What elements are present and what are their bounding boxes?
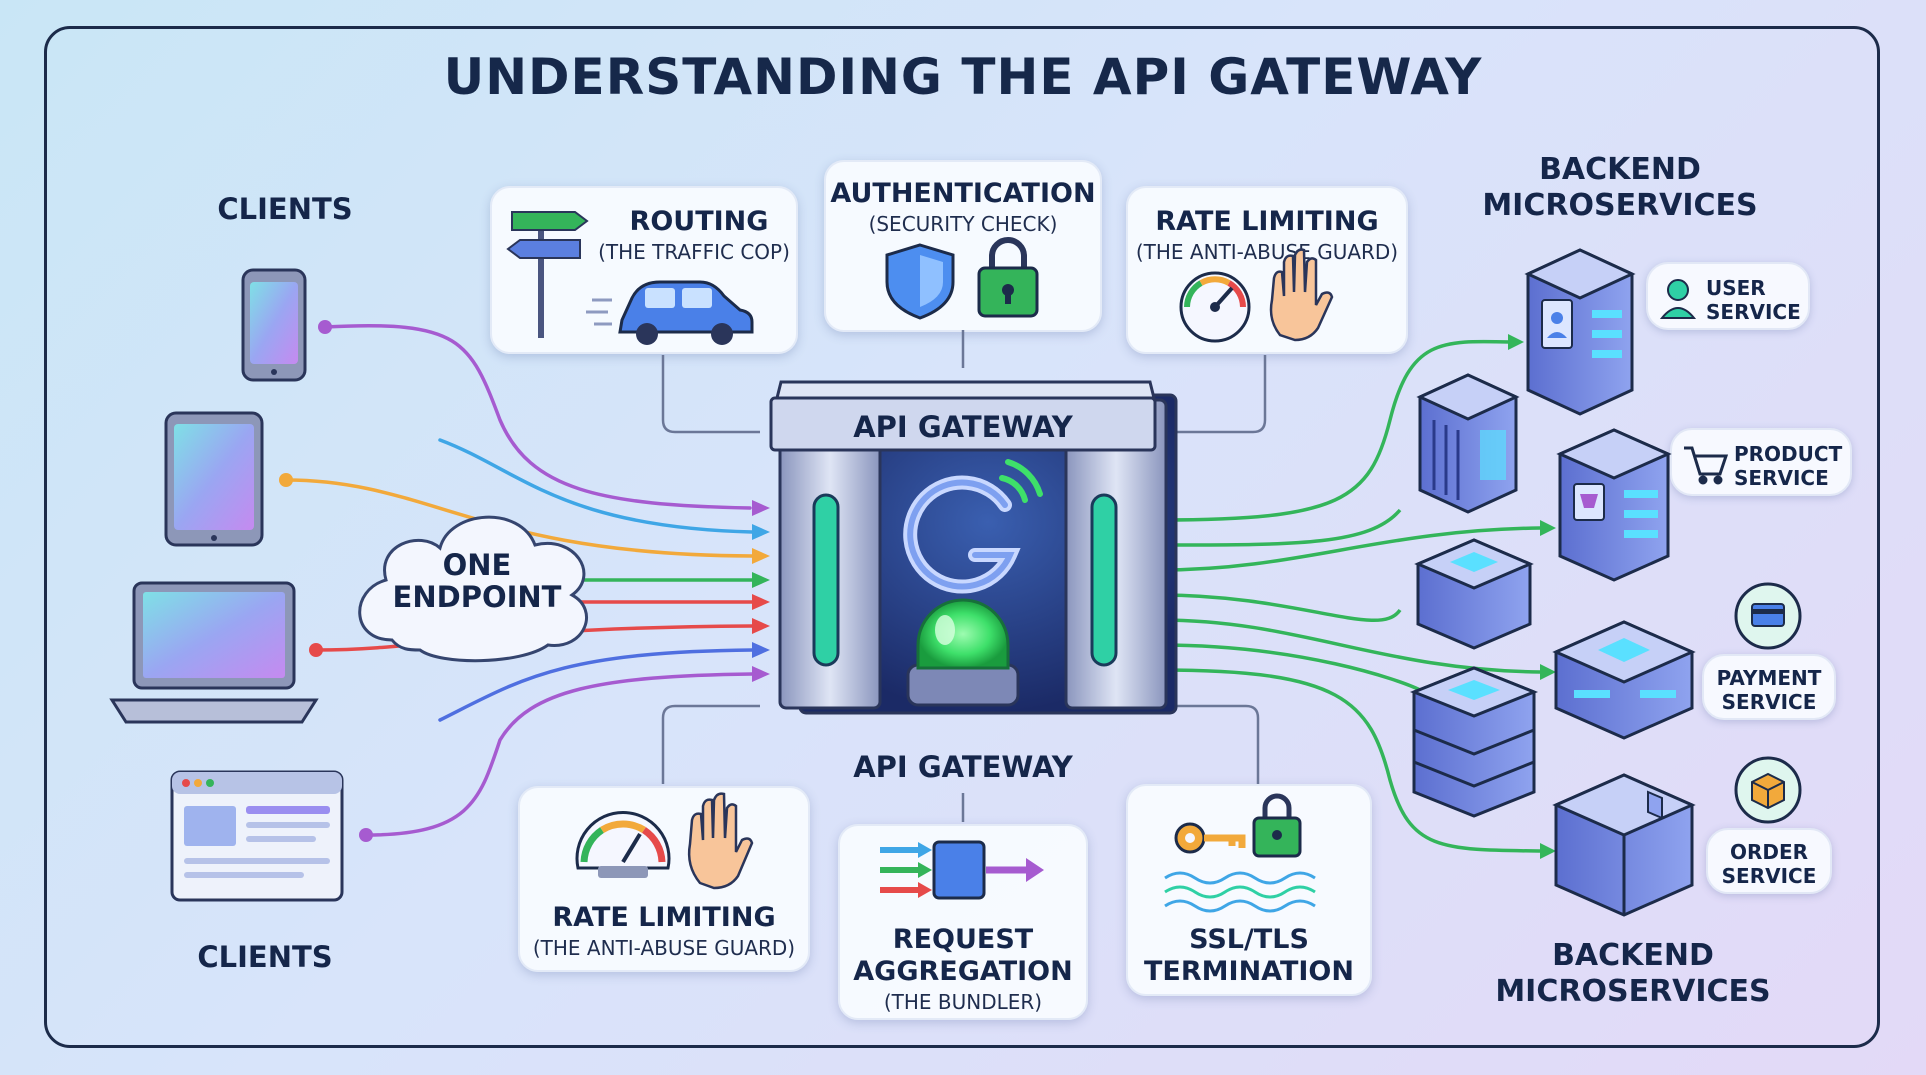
feature-subtitle: (THE ANTI-ABUSE GUARD)	[532, 936, 796, 960]
endpoint-cloud-line-2: ENDPOINT	[393, 580, 562, 614]
user-service-building	[1524, 248, 1636, 416]
api-gateway-structure: API GATEWAY	[769, 380, 1178, 715]
product-service-pill: PRODUCT SERVICE	[1670, 428, 1852, 496]
feature-connectors	[661, 330, 1267, 822]
gateway-sign: API GATEWAY	[853, 410, 1074, 444]
feature-title: AUTHENTICATION	[830, 178, 1096, 209]
tower-building	[1416, 373, 1520, 514]
feature-title-line-1: REQUEST	[892, 924, 1034, 955]
payment-service-building	[1552, 620, 1696, 740]
server-stack-icon	[1409, 666, 1539, 818]
box-icon	[1734, 756, 1802, 824]
cart-icon	[1684, 446, 1729, 485]
clients-label-bottom: CLIENTS	[197, 940, 333, 974]
feature-title: RATE LIMITING	[552, 902, 776, 933]
service-name-line-1: USER	[1706, 276, 1766, 300]
backend-label-top-line-1: BACKEND	[1539, 152, 1701, 187]
order-service-box	[1552, 773, 1696, 917]
server-block-icon	[1414, 538, 1534, 650]
service-name-line-2: SERVICE	[1706, 300, 1801, 324]
feature-card-authentication: AUTHENTICATION (SECURITY CHECK)	[824, 160, 1102, 332]
backend-label-bottom-line-2: MICROSERVICES	[1495, 974, 1771, 1009]
car-icon	[586, 280, 754, 345]
speedometer-icon-bottom	[575, 811, 671, 878]
feature-subtitle: (THE BUNDLER)	[883, 990, 1043, 1014]
browser-window-icon	[170, 770, 344, 902]
wave-lines-icon	[1164, 871, 1316, 913]
card-icon	[1734, 582, 1802, 650]
service-name-line-1: PRODUCT	[1734, 442, 1843, 466]
phone-icon	[241, 268, 307, 382]
backend-label-bottom: BACKEND MICROSERVICES	[1478, 938, 1788, 1010]
stop-hand-icon-bottom	[687, 792, 754, 890]
backend-label-top: BACKEND MICROSERVICES	[1470, 152, 1770, 224]
diagram-title: UNDERSTANDING THE API GATEWAY	[443, 48, 1483, 106]
service-name-line-1: ORDER	[1729, 840, 1809, 864]
feature-subtitle: (THE TRAFFIC COP)	[598, 240, 790, 264]
client-connection-lines	[284, 323, 754, 837]
feature-subtitle: (SECURITY CHECK)	[868, 212, 1058, 236]
product-service-building	[1556, 428, 1672, 582]
backend-label-top-line-2: MICROSERVICES	[1482, 188, 1758, 223]
speedometer-icon-top	[1179, 271, 1251, 343]
feature-title-line-1: SSL/TLS	[1189, 924, 1309, 955]
signpost-icon	[506, 211, 589, 338]
payment-service-pill: PAYMENT SERVICE	[1702, 654, 1836, 720]
order-service-pill: ORDER SERVICE	[1706, 828, 1832, 894]
shield-icon	[885, 243, 955, 320]
diagram-frame	[44, 26, 1880, 1048]
endpoint-cloud-line-1: ONE	[443, 548, 512, 582]
feature-title: RATE LIMITING	[1155, 206, 1379, 237]
padlock-icon	[977, 237, 1039, 318]
key-icon	[1174, 822, 1246, 854]
feature-card-request-aggregation: REQUEST AGGREGATION (THE BUNDLER)	[838, 824, 1088, 1020]
feature-card-rate-limiting-bottom: RATE LIMITING (THE ANTI-ABUSE GUARD)	[518, 786, 810, 972]
aggregation-arrows-icon	[880, 840, 1044, 900]
feature-card-rate-limiting-top: RATE LIMITING (THE ANTI-ABUSE GUARD)	[1126, 186, 1408, 354]
padlock-icon-ssl	[1252, 793, 1302, 858]
endpoint-cloud: ONE ENDPOINT	[358, 515, 588, 663]
user-service-icon	[1659, 279, 1697, 319]
service-name-line-2: SERVICE	[1721, 864, 1817, 888]
client-line-dots	[279, 320, 373, 842]
laptop-icon	[109, 581, 319, 724]
backend-label-bottom-line-1: BACKEND	[1552, 938, 1714, 973]
service-name-line-1: PAYMENT	[1716, 666, 1822, 690]
stop-hand-icon-top	[1269, 248, 1334, 342]
clients-label-top: CLIENTS	[217, 192, 353, 226]
tablet-icon	[164, 411, 264, 547]
gateway-caption: API GATEWAY	[853, 750, 1073, 784]
service-name-line-2: SERVICE	[1734, 466, 1829, 490]
service-name-line-2: SERVICE	[1721, 690, 1817, 714]
client-line-arrowheads	[752, 500, 770, 682]
feature-title: ROUTING	[629, 206, 769, 237]
gateway-logo-icon	[903, 459, 1043, 594]
feature-subtitle: (THE ANTI-ABUSE GUARD)	[1135, 240, 1399, 264]
feature-title-line-2: AGGREGATION	[853, 956, 1073, 987]
feature-title-line-2: TERMINATION	[1144, 956, 1354, 987]
gateway-status-light-icon	[906, 598, 1020, 707]
